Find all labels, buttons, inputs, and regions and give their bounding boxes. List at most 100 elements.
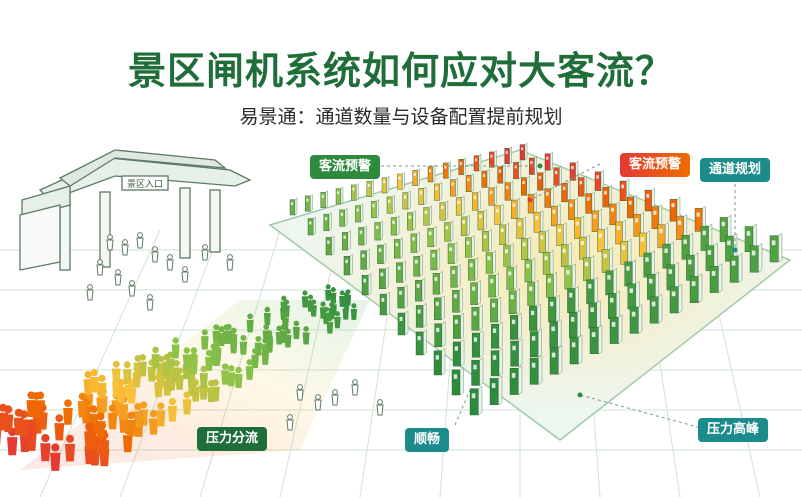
turnstile [586, 277, 598, 305]
crowd-person [156, 402, 166, 427]
turnstile [470, 280, 481, 305]
turnstile [569, 334, 583, 365]
turnstile [379, 291, 390, 316]
turnstile [490, 348, 503, 377]
crowd-person [187, 373, 197, 397]
turnstile [769, 232, 783, 263]
crowd-person [37, 403, 48, 430]
sketch-person [136, 232, 144, 249]
crowd-person [229, 333, 238, 354]
label-smooth: 顺畅 [405, 428, 450, 452]
turnstile [574, 215, 584, 240]
sketch-person [128, 280, 136, 297]
turnstile [749, 243, 763, 273]
crowd-person [171, 337, 180, 359]
turnstile [434, 321, 446, 348]
turnstile [489, 375, 503, 406]
turnstile [529, 303, 541, 331]
crowd-person [263, 306, 271, 326]
turnstile [548, 294, 560, 322]
turnstile [694, 205, 706, 232]
entrance-gate-structure [19, 149, 252, 271]
crowd-person [262, 324, 270, 344]
turnstile [620, 238, 632, 265]
turnstile [434, 182, 443, 201]
turnstile [615, 219, 626, 245]
turnstile [415, 278, 425, 302]
turnstile [468, 257, 478, 281]
label-channel-planning: 通道规划 [700, 158, 771, 182]
crowd-person [40, 433, 51, 462]
label-pressure-split: 压力分流 [197, 427, 268, 451]
turnstile [553, 165, 562, 186]
crowd-person [302, 326, 310, 345]
turnstile [343, 254, 353, 276]
crowd-person [212, 341, 220, 362]
turnstile [469, 385, 483, 416]
turnstile [513, 160, 522, 180]
turnstile [561, 181, 571, 203]
turnstile [589, 324, 603, 355]
turnstile [605, 268, 617, 296]
crowd-person [280, 295, 288, 314]
label-warning-right: 客流预警 [620, 153, 691, 177]
turnstile [529, 328, 542, 358]
turnstile [516, 216, 526, 239]
turnstile [450, 264, 461, 288]
crowd-person [95, 412, 106, 438]
turnstile [647, 271, 659, 300]
turnstile [418, 186, 427, 206]
turnstile [494, 203, 504, 225]
turnstile [503, 243, 514, 267]
turnstile [488, 272, 499, 298]
turnstile [529, 355, 543, 385]
crowd-person [77, 392, 88, 418]
turnstile [397, 310, 409, 336]
turnstile [455, 195, 465, 216]
sketch-person [331, 389, 339, 406]
turnstile [511, 198, 520, 220]
turnstile [410, 231, 420, 253]
turnstile [450, 177, 458, 197]
crowd-person [175, 367, 184, 390]
crowd-person [227, 365, 236, 387]
sketch-person [314, 394, 322, 411]
turnstile [578, 175, 587, 197]
turnstile [325, 235, 335, 256]
sketch-person [181, 266, 189, 283]
turnstile [504, 146, 512, 164]
turnstile [381, 175, 390, 194]
sketch-person [351, 379, 359, 396]
turnstile [471, 304, 483, 331]
turnstile [537, 170, 546, 191]
turnstile [371, 199, 379, 219]
turnstile [430, 247, 440, 271]
turnstile [700, 223, 713, 251]
turnstile [482, 229, 492, 252]
turnstile [415, 329, 427, 356]
turnstile [591, 208, 602, 233]
turnstile [533, 210, 544, 233]
crowd-person [310, 299, 317, 317]
turnstile [452, 287, 463, 313]
turnstile [360, 248, 370, 270]
crowd-person [84, 422, 95, 449]
turnstile [390, 215, 400, 236]
turnstile [504, 180, 514, 201]
label-pressure-peak: 压力高峰 [698, 418, 769, 442]
crowd [0, 284, 358, 471]
gate-sign-text: 景区入口 [127, 179, 163, 190]
turnstile [639, 230, 650, 257]
turnstile [489, 150, 497, 168]
turnstile [624, 259, 636, 287]
turnstile [676, 214, 688, 240]
turnstile [289, 197, 298, 216]
turnstile [481, 169, 490, 188]
crowd-person [3, 405, 14, 433]
turnstile [323, 212, 332, 231]
turnstile [490, 296, 502, 323]
crowd-person [168, 397, 177, 422]
turnstile [588, 300, 601, 329]
turnstile [473, 153, 482, 172]
turnstile [527, 280, 539, 306]
